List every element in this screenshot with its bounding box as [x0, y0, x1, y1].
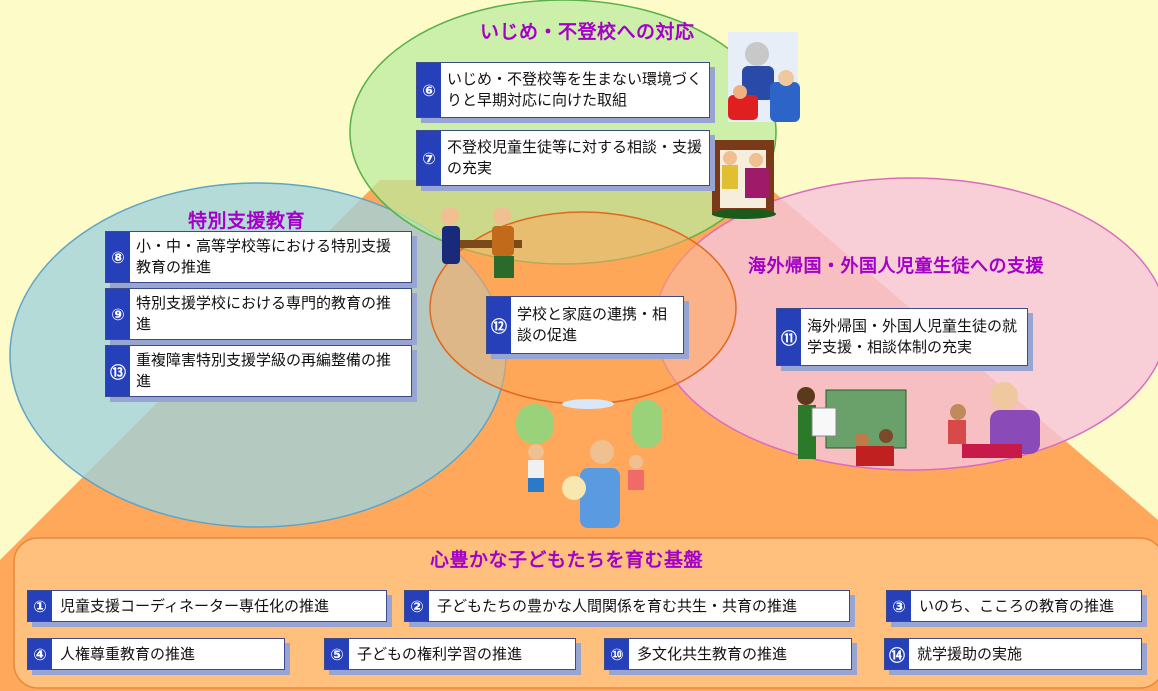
item-7-box[interactable]: ⑦ 不登校児童生徒等に対する相談・支援の充実 — [416, 130, 710, 186]
counseling-illustration — [728, 32, 800, 122]
item-label: 特別支援学校における専門的教育の推進 — [136, 294, 392, 333]
item-number-badge: ② — [405, 591, 429, 621]
special-support-section-title: 特別支援教育 — [188, 210, 306, 232]
foreign-support-section-title: 海外帰国・外国人児童生徒への支援 — [748, 256, 1044, 277]
item-number-badge: ④ — [28, 639, 52, 669]
bullying-section-title: いじめ・不登校への対応 — [480, 21, 695, 43]
item-label: 海外帰国・外国人児童生徒の就学支援・相談体制の充実 — [807, 317, 1018, 356]
foreign-students-illustration — [797, 387, 907, 466]
item-number-badge: ⑫ — [487, 297, 511, 353]
item-number-badge: ⑧ — [106, 232, 130, 282]
item-12-box[interactable]: ⑫ 学校と家庭の連携・相談の促進 — [486, 296, 684, 354]
item-number-badge: ① — [28, 591, 52, 621]
item-5-box[interactable]: ⑤ 子どもの権利学習の推進 — [324, 638, 576, 670]
item-number-badge: ③ — [887, 591, 911, 621]
item-number-badge: ⑤ — [325, 639, 349, 669]
item-label: 多文化共生教育の推進 — [637, 644, 788, 663]
item-label: 人権尊重教育の推進 — [60, 644, 196, 663]
reading-together-illustration — [948, 382, 1040, 458]
item-8-box[interactable]: ⑧ 小・中・高等学校等における特別支援教育の推進 — [105, 231, 412, 283]
item-label: 就学援助の実施 — [917, 644, 1023, 663]
item-number-badge: ⑩ — [605, 639, 629, 669]
item-1-box[interactable]: ① 児童支援コーディネーター専任化の推進 — [27, 590, 387, 622]
student-support-illustration — [712, 140, 776, 219]
item-label: 子どもの権利学習の推進 — [357, 644, 523, 663]
item-3-box[interactable]: ③ いのち、こころの教育の推進 — [886, 590, 1142, 622]
parent-teacher-illustration — [441, 207, 522, 278]
item-2-box[interactable]: ② 子どもたちの豊かな人間関係を育む共生・共育の推進 — [404, 590, 850, 622]
item-4-box[interactable]: ④ 人権尊重教育の推進 — [27, 638, 285, 670]
item-number-badge: ⑪ — [777, 309, 801, 365]
item-label: 重複障害特別支援学級の再編整備の推進 — [136, 351, 392, 390]
item-label: 不登校児童生徒等に対する相談・支援の充実 — [447, 138, 703, 177]
playground-children-illustration — [516, 399, 662, 528]
item-number-badge: ⑭ — [885, 639, 909, 669]
item-label: 学校と家庭の連携・相談の促進 — [517, 305, 668, 344]
item-6-box[interactable]: ⑥ いじめ・不登校等を生まない環境づくりと早期対応に向けた取組 — [416, 62, 710, 118]
foundation-section-title: 心豊かな子どもたちを育む基盤 — [430, 549, 704, 571]
item-label: いのち、こころの教育の推進 — [919, 596, 1115, 615]
item-9-box[interactable]: ⑨ 特別支援学校における専門的教育の推進 — [105, 288, 412, 340]
item-number-badge: ⑬ — [106, 346, 130, 396]
item-11-box[interactable]: ⑪ 海外帰国・外国人児童生徒の就学支援・相談体制の充実 — [776, 308, 1028, 366]
item-13-box[interactable]: ⑬ 重複障害特別支援学級の再編整備の推進 — [105, 345, 412, 397]
item-label: 子どもたちの豊かな人間関係を育む共生・共育の推進 — [437, 596, 798, 615]
item-number-badge: ⑦ — [417, 131, 441, 185]
item-label: いじめ・不登校等を生まない環境づくりと早期対応に向けた取組 — [447, 70, 703, 109]
item-14-box[interactable]: ⑭ 就学援助の実施 — [884, 638, 1142, 670]
item-number-badge: ⑨ — [106, 289, 130, 339]
item-label: 児童支援コーディネーター専任化の推進 — [60, 596, 329, 615]
item-number-badge: ⑥ — [417, 63, 441, 117]
item-10-box[interactable]: ⑩ 多文化共生教育の推進 — [604, 638, 852, 670]
item-label: 小・中・高等学校等における特別支援教育の推進 — [136, 237, 392, 276]
